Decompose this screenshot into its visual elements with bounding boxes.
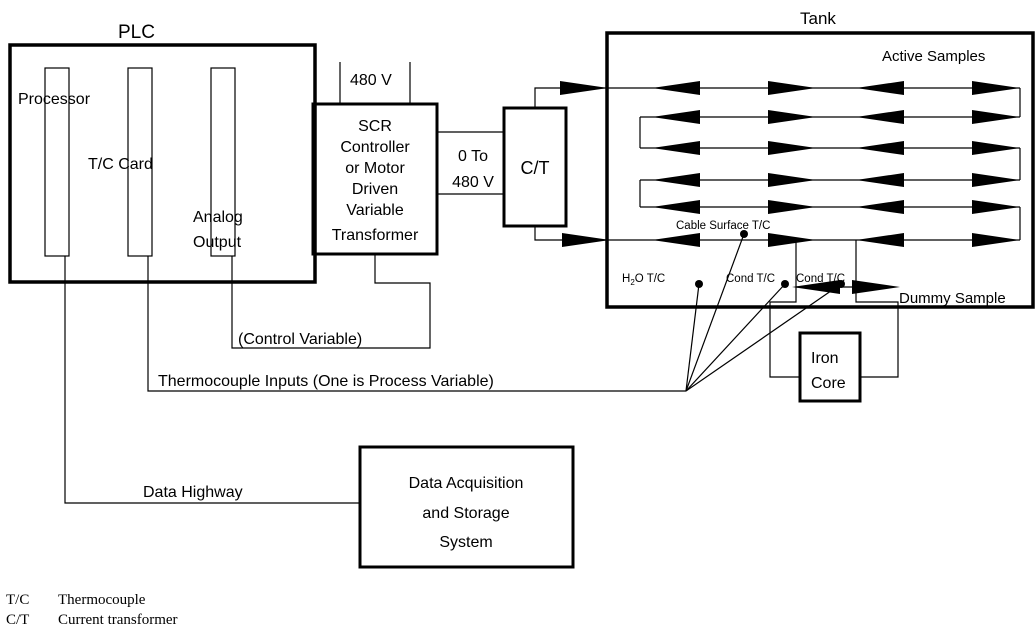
legend-meaning: Current transformer xyxy=(58,612,178,628)
supply-voltage-label: 480 V xyxy=(350,72,392,89)
arrow xyxy=(972,81,1020,95)
analog-output-card xyxy=(210,67,236,257)
plc-box xyxy=(8,43,317,284)
daq-label-1: Data Acquisition xyxy=(409,475,524,492)
data-highway-line xyxy=(64,256,360,504)
arrow xyxy=(972,173,1020,187)
dummy-sample-label: Dummy Sample xyxy=(899,290,1006,307)
arrow xyxy=(856,200,904,214)
arrow xyxy=(972,200,1020,214)
ct-label: C/T xyxy=(521,158,550,178)
arrow xyxy=(768,110,816,124)
thermocouple-inputs-label: Thermocouple Inputs (One is Process Vari… xyxy=(158,373,494,390)
data-acquisition-box xyxy=(358,445,575,569)
output-voltage-label-2: 480 V xyxy=(452,174,494,191)
tc-card-label: T/C Card xyxy=(88,156,153,173)
scr-label-2: Controller xyxy=(340,139,410,156)
arrow xyxy=(856,173,904,187)
feed-arrow xyxy=(560,81,608,95)
analog-output-label-1: Analog xyxy=(193,209,243,226)
arrow xyxy=(768,173,816,187)
scr-label-5: Variable xyxy=(346,202,404,219)
tc-lead xyxy=(685,283,786,392)
daq-label-2: and Storage xyxy=(422,505,509,522)
legend-abbr: C/T xyxy=(6,612,29,628)
iron-core-winding-left xyxy=(769,287,800,378)
tank-box xyxy=(605,31,1035,309)
arrow xyxy=(768,200,816,214)
cable-surface-tc-label: Cable Surface T/C xyxy=(676,220,770,232)
tc-card xyxy=(127,67,153,257)
analog-output-label-2: Output xyxy=(193,234,242,251)
iron-core-label-1: Iron xyxy=(811,350,839,367)
iron-core-box xyxy=(798,331,862,403)
arrow xyxy=(856,81,904,95)
iron-core-label-2: Core xyxy=(811,375,846,392)
legend-abbr: T/C xyxy=(6,592,29,608)
arrow xyxy=(652,233,700,247)
arrow xyxy=(792,280,840,294)
processor-label: Processor xyxy=(18,91,91,108)
active-samples-label: Active Samples xyxy=(882,48,985,65)
plc-label: PLC xyxy=(118,22,155,43)
arrow xyxy=(652,141,700,155)
return-arrow xyxy=(562,233,610,247)
arrow xyxy=(972,141,1020,155)
arrow xyxy=(652,81,700,95)
h2o-tc-label: H2O T/C xyxy=(622,273,665,287)
arrow xyxy=(768,141,816,155)
arrow xyxy=(652,200,700,214)
output-voltage-label-1: 0 To xyxy=(458,148,488,165)
legend-meaning: Thermocouple xyxy=(58,592,146,608)
data-highway-label: Data Highway xyxy=(143,484,243,501)
arrow xyxy=(972,233,1020,247)
thermocouple-inputs-line xyxy=(147,256,686,392)
control-variable-label: (Control Variable) xyxy=(238,331,362,348)
arrow xyxy=(852,280,900,294)
cond-tc-label-2: Cond T/C xyxy=(796,273,845,285)
arrow xyxy=(768,233,816,247)
arrow xyxy=(652,110,700,124)
tc-lead xyxy=(685,283,842,392)
arrow xyxy=(856,141,904,155)
tank-label: Tank xyxy=(800,9,836,28)
scr-label-4: Driven xyxy=(352,181,398,198)
arrow xyxy=(768,81,816,95)
scr-label-6: Transformer xyxy=(332,227,419,244)
daq-label-3: System xyxy=(439,534,492,551)
arrow xyxy=(856,233,904,247)
iron-core-winding-right xyxy=(855,287,899,378)
scr-label-1: SCR xyxy=(358,118,392,135)
control-variable-line xyxy=(231,254,431,349)
processor-card xyxy=(44,67,70,257)
tc-lead xyxy=(685,233,745,392)
arrow xyxy=(972,110,1020,124)
scr-label-3: or Motor xyxy=(345,160,405,177)
arrow xyxy=(652,173,700,187)
cond-tc-label-1: Cond T/C xyxy=(726,273,775,285)
arrow xyxy=(856,110,904,124)
tc-lead xyxy=(685,283,700,392)
